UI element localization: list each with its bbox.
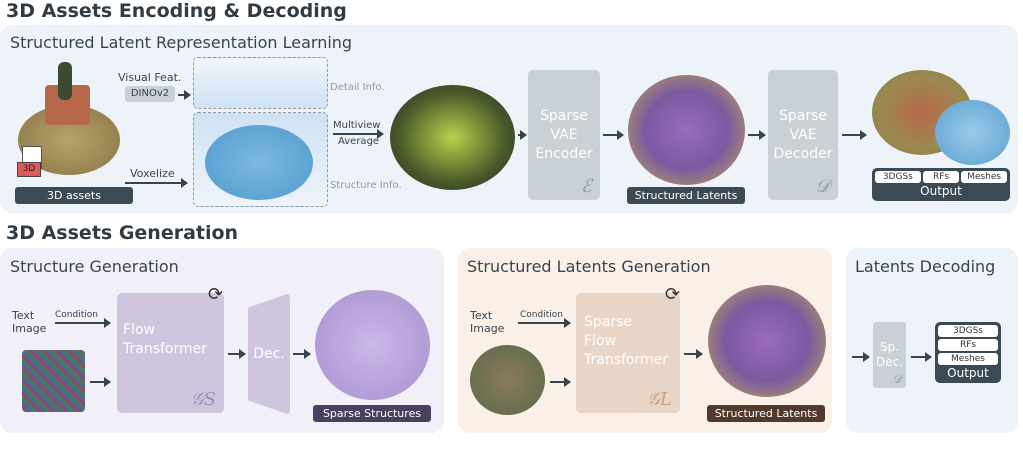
generated-latents-image [708,285,826,397]
sparse-flow-transformer-box: Sparse Flow Transformer 𝒢L [576,293,680,413]
decoder-trapezoid: Dec. [248,293,290,415]
decoder-text: Sparse [778,107,827,124]
noisy-latents-image [470,345,545,415]
decoder-symbol: 𝒟 [815,176,830,197]
arrow-icon [333,129,384,139]
output-label: Output [920,184,962,198]
output-tab-rfs: RFs [922,171,960,183]
encoder-symbol: ℰ [581,176,592,197]
voxelized-asset-image [205,125,313,200]
sparse-flow-transformer-text: Flow [584,333,616,349]
arrow-icon [852,352,870,362]
condition-label: Condition [55,310,98,320]
flow-transformer-text: Flow [123,322,155,338]
structured-latents-label: Structured Latents [627,187,745,204]
panel-title-structure: Structure Generation [10,257,179,276]
arrow-icon [178,90,191,100]
output-mesh-image [935,100,1010,165]
text-input-label: Text [12,309,35,322]
image-input-label: Image [12,322,47,335]
output-tab-3dgss: 3DGSs [875,171,921,183]
sparse-flow-transformer-text: Sparse [584,314,633,330]
sp-dec-box: Sp. Dec. 𝒟 [873,322,906,388]
output-box: 3DGSs RFs Meshes Output [935,322,1001,383]
arrow-icon [228,349,246,359]
detail-info-label: Detail Info. [330,82,385,93]
structure-info-label: Structure Info. [330,180,402,191]
decoder-symbol: 𝒟 [892,372,902,386]
section-title-generation: 3D Assets Generation [6,222,239,244]
panel-title-decoding: Latents Decoding [855,257,996,276]
encoder-text: Encoder [535,145,593,162]
encoder-text: Sparse [539,107,588,124]
assets-label: 3D assets [15,187,133,204]
arrow-icon [603,130,624,140]
panel-title-latents: Structured Latents Generation [467,257,711,276]
arrow-icon [125,178,188,188]
3d-file-badge: 3D [17,162,41,177]
dinov2-box: DINOv2 [125,86,175,102]
visual-feat-label: Visual Feat. [118,71,182,84]
average-label: Average [338,136,380,147]
arrow-icon [550,377,571,387]
gl-symbol: 𝒢L [647,389,672,410]
detail-info-box [193,57,328,109]
sparse-structures-label: Sparse Structures [313,405,431,422]
image-input-label: Image [470,322,505,335]
sp-dec-text: Dec. [875,355,904,369]
tree-image [58,62,72,100]
noise-cube-image [22,350,85,412]
output-box: 3DGSs RFs Meshes Output [872,168,1010,201]
arrow-icon [842,130,867,140]
decoder-text: VAE [789,126,817,143]
arrow-icon [911,352,932,362]
flow-transformer-text: Transformer [123,341,208,357]
output-tab-meshes: Meshes [938,353,998,365]
sparse-vae-decoder-box: Sparse VAE Decoder 𝒟 [768,70,838,200]
output-tab-3dgss: 3DGSs [938,325,998,337]
arrow-icon [518,130,527,140]
sp-dec-text: Sp. [879,340,900,354]
feature-voxel-image [390,85,515,190]
text-input-label: Text [470,309,493,322]
dec-text: Dec. [253,345,285,362]
arrow-icon [55,318,111,328]
arrow-icon [90,377,111,387]
sparse-structures-image [315,290,430,400]
arrow-icon [748,130,766,140]
panel-title-representation: Structured Latent Representation Learnin… [10,33,353,52]
encoder-text: VAE [550,126,578,143]
arrow-icon [684,349,703,359]
loop-icon: ⟳ [665,284,681,305]
decoder-text: Decoder [773,145,833,162]
section-title-encoding: 3D Assets Encoding & Decoding [6,0,347,22]
multiview-label: Multiview [333,120,381,131]
output-label: Output [947,366,989,380]
gs-symbol: 𝒢S [190,389,216,410]
condition-label: Condition [520,310,563,320]
loop-icon: ⟳ [208,284,224,305]
voxelize-label: Voxelize [130,167,175,180]
output-tab-meshes: Meshes [961,171,1008,183]
arrow-icon [518,318,571,328]
structured-latents-image [628,75,745,185]
flow-transformer-box: Flow Transformer 𝒢S [117,293,224,413]
arrow-icon [293,349,311,359]
sparse-flow-transformer-text: Transformer [584,352,669,368]
sparse-vae-encoder-box: Sparse VAE Encoder ℰ [528,70,600,200]
output-tab-rfs: RFs [938,339,998,351]
structured-latents-label: Structured Latents [707,405,825,422]
